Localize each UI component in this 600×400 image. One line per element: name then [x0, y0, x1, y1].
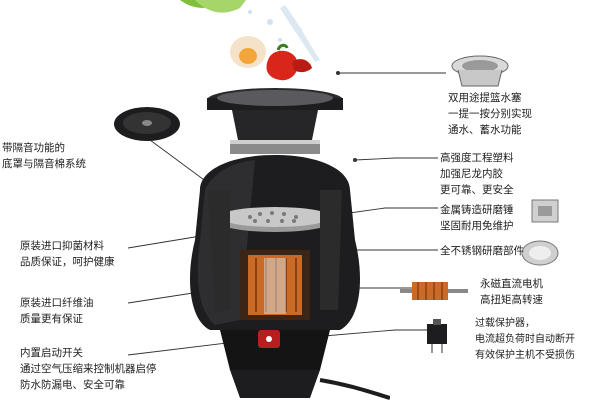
callout-antibacterial-line: 品质保证，呵护健康 — [20, 256, 115, 268]
callout-motor: 永磁直流电机 高扭矩高转速 — [480, 276, 543, 308]
callout-lube: 原装进口纤维油 质量更有保证 — [20, 295, 94, 327]
callout-overload-line: 过载保护器， — [475, 318, 535, 329]
motor-rotor-icon — [400, 282, 468, 300]
callout-hammer-line: 坚固耐用免维护 — [440, 220, 514, 232]
callout-antibacterial-line: 原装进口抑菌材料 — [20, 240, 104, 252]
callout-switch-line: 内置启动开关 — [20, 347, 83, 359]
callout-overload-line: 有效保护主机不受损伤 — [475, 350, 575, 361]
callout-plastic: 高强度工程塑料 加强尼龙内胶 更可靠、更安全 — [440, 150, 514, 198]
callout-cover-line: 底罩与隔音棉系统 — [2, 158, 86, 170]
callout-stopper-line: 双用途提篮水塞 — [448, 92, 522, 104]
callout-stainless: 全不锈钢研磨部件 — [440, 243, 524, 259]
callout-motor-line: 永磁直流电机 — [480, 278, 543, 290]
callout-switch: 内置启动开关 通过空气压缩来控制机器启停 防水防漏电、安全可靠 — [20, 345, 157, 393]
callout-plastic-line: 加强尼龙内胶 — [440, 168, 503, 180]
callout-hammer: 金属铸造研磨锤 坚固耐用免维护 — [440, 202, 514, 234]
callout-plastic-line: 更可靠、更安全 — [440, 184, 514, 196]
metal-hammer-icon — [531, 199, 559, 223]
callout-overload: 过载保护器， 电流超负荷时自动断开 有效保护主机不受损伤 — [475, 316, 575, 364]
callout-cover: 带隔音功能的 底罩与隔音棉系统 — [2, 140, 86, 172]
callout-stainless-line: 全不锈钢研磨部件 — [440, 245, 524, 257]
callout-antibacterial: 原装进口抑菌材料 品质保证，呵护健康 — [20, 238, 115, 270]
callout-lube-line: 原装进口纤维油 — [20, 297, 94, 309]
callout-overload-line: 电流超负荷时自动断开 — [475, 334, 575, 345]
callout-cover-line: 带隔音功能的 — [2, 142, 65, 154]
callout-stopper: 双用途提篮水塞 一提一按分别实现 通水、蓄水功能 — [448, 90, 532, 138]
food-splash-image — [180, 0, 320, 81]
callout-motor-line: 高扭矩高转速 — [480, 294, 543, 306]
callout-stopper-line: 通水、蓄水功能 — [448, 124, 522, 136]
callout-lube-line: 质量更有保证 — [20, 313, 83, 325]
overload-protector-icon — [427, 319, 447, 353]
callout-stopper-line: 一提一按分别实现 — [448, 108, 532, 120]
callout-switch-line: 通过空气压缩来控制机器启停 — [20, 363, 157, 375]
disposer-cutaway-image — [190, 88, 390, 400]
callout-switch-line: 防水防漏电、安全可靠 — [20, 379, 125, 391]
stainless-grind-ring-icon — [521, 240, 559, 266]
grinding-plate-icon — [114, 107, 180, 141]
callout-plastic-line: 高强度工程塑料 — [440, 152, 514, 164]
sink-stopper-icon — [451, 55, 509, 87]
callout-hammer-line: 金属铸造研磨锤 — [440, 204, 514, 216]
